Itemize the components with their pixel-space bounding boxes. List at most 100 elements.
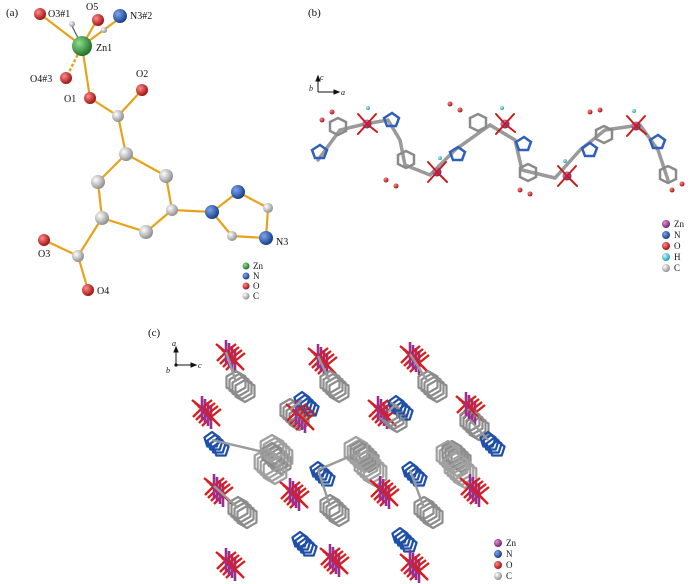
label-n3-2: N3#2 [130, 11, 152, 22]
framework-stroke [462, 410, 484, 436]
legend-b-o: O [674, 241, 681, 251]
label-o5: O5 [86, 2, 98, 13]
panel-c: (c) a b c Zn N O C [148, 327, 516, 583]
atom-n3 [259, 231, 273, 245]
framework-stroke [233, 501, 255, 527]
panel-a-atom-labels: O3#1 O5 N3#2 Zn1 O4#3 O2 O1 O3 O4 N3 [30, 2, 288, 297]
framework-stroke [420, 372, 442, 398]
framework-stroke [397, 532, 415, 550]
framework-stroke [213, 485, 239, 509]
atom-zn1 [72, 36, 92, 56]
framework-stroke [407, 466, 425, 484]
legend-b-zn: Zn [674, 219, 684, 229]
framework-stroke [419, 501, 441, 527]
panel-b-legend: Zn N O H C [662, 219, 684, 273]
framework-stroke [423, 375, 445, 401]
framework-stroke [353, 449, 379, 479]
framework-stroke [206, 433, 224, 451]
legend-a-c-swatch [242, 292, 250, 300]
legend-a-o-swatch [242, 282, 250, 290]
panel-c-legend: Zn N O C [494, 538, 516, 581]
framework-stroke [253, 447, 279, 477]
legend-a-o: O [253, 281, 260, 291]
framework-stroke [485, 436, 503, 454]
framework-stroke [294, 533, 312, 551]
legend-c-zn-swatch [494, 539, 502, 547]
chain-benzene-rings [328, 112, 678, 185]
framework-packing [191, 340, 506, 583]
chain-h-atoms [366, 106, 636, 163]
framework-stroke [228, 372, 250, 398]
label-zn1: Zn1 [96, 43, 112, 54]
framework-stroke [261, 441, 283, 467]
framework-stroke [289, 399, 303, 411]
framework-stroke [316, 469, 332, 507]
legend-c-c: C [506, 571, 512, 581]
framework-stroke [297, 536, 315, 554]
framework-stroke [270, 450, 292, 476]
framework-stroke [259, 453, 285, 483]
framework-stroke [234, 378, 256, 404]
framework-stroke [322, 496, 344, 522]
legend-b-h-swatch [662, 253, 670, 261]
atom-o3-1 [34, 8, 46, 20]
framework-stroke [319, 493, 341, 519]
framework-stroke [322, 372, 344, 398]
atom-o3 [38, 234, 50, 246]
panel-b: (b) c b a [308, 7, 685, 273]
framework-stroke [256, 450, 282, 480]
framework-stroke [387, 394, 405, 412]
legend-c-n-swatch [494, 550, 502, 558]
framework-stroke [459, 407, 481, 433]
framework-stroke [447, 445, 469, 471]
atom-c-ring6 [166, 204, 178, 216]
legend-c-o: O [506, 560, 513, 570]
legend-a-c: C [253, 291, 259, 301]
label-o2: O2 [136, 69, 148, 80]
atom-c-carboxyl2 [72, 250, 84, 262]
framework-stroke [328, 378, 350, 404]
label-o1: O1 [64, 94, 76, 105]
panel-a-bonds [39, 13, 270, 291]
framework-stroke [262, 456, 288, 486]
atom-c-ring5 [139, 225, 153, 239]
chain-backbone [316, 118, 670, 182]
chain-o-atoms [319, 101, 685, 197]
label-o4-3: O4#3 [30, 74, 52, 85]
framework-stroke [325, 499, 347, 525]
framework-stroke [224, 351, 238, 383]
framework-stroke [231, 375, 253, 401]
legend-b-n-swatch [662, 231, 670, 239]
atom-c-ring4 [95, 211, 109, 225]
label-o4: O4 [97, 286, 109, 297]
framework-stroke [413, 495, 435, 521]
legend-c-zn: Zn [506, 538, 516, 548]
framework-stroke [479, 430, 497, 448]
atom-c-carboxyl1 [112, 110, 124, 122]
framework-stroke [387, 403, 397, 413]
atom-h-o5b [101, 27, 107, 33]
panel-b-axes [315, 74, 341, 95]
framework-stroke [441, 439, 463, 465]
legend-b-h: H [674, 252, 681, 262]
atom-c-ring2 [91, 175, 105, 189]
atom-o5 [92, 14, 104, 26]
framework-stroke [225, 369, 247, 395]
framework-stroke [325, 375, 347, 401]
panel-a-atoms [34, 8, 273, 296]
atom-o1 [84, 92, 96, 104]
panel-c-label: (c) [148, 327, 161, 339]
framework-stroke [291, 530, 309, 548]
framework-stroke [446, 454, 472, 484]
legend-b-o-swatch [662, 242, 670, 250]
legend-c-c-swatch [494, 572, 502, 580]
panel-b-axis-a: a [341, 88, 345, 97]
framework-stroke [469, 419, 489, 441]
framework-stroke [416, 498, 438, 524]
framework-stroke [417, 369, 439, 395]
framework-stroke [443, 451, 469, 481]
framework-stroke [426, 378, 448, 404]
framework-stroke [422, 504, 444, 530]
